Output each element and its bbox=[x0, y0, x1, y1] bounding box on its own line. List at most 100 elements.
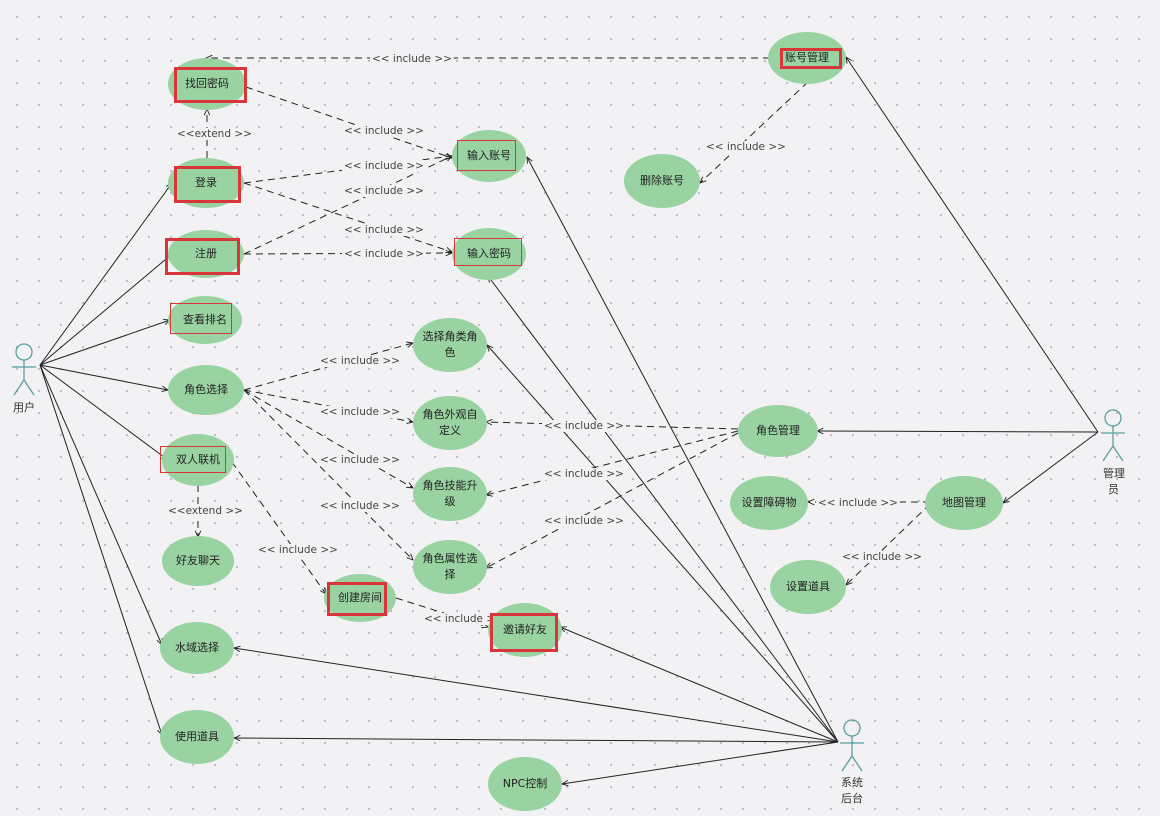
dep-map-items bbox=[846, 503, 931, 585]
assoc-user-items bbox=[39, 364, 162, 735]
usecase-label: 查看排名 bbox=[183, 313, 227, 327]
actor-system bbox=[840, 719, 864, 772]
label-background bbox=[816, 497, 900, 509]
relationship-labels: << include >> << include >> << include >… bbox=[166, 53, 924, 625]
label-background bbox=[166, 505, 245, 517]
usecase-label: 角色属性选 择 bbox=[422, 552, 478, 581]
usecase-label: 设置道具 bbox=[786, 580, 830, 594]
usecase-label: 输入账号 bbox=[467, 149, 511, 163]
usecase-water-select[interactable]: 水域选择 bbox=[160, 622, 234, 674]
label-include: << include >> bbox=[544, 468, 624, 480]
dep-rolemgmt-attribute bbox=[486, 432, 739, 568]
usecase-friend-chat[interactable]: 好友聊天 bbox=[162, 536, 234, 586]
usecase-set-items[interactable]: 设置道具 bbox=[770, 560, 846, 614]
actor-admin-label-1: 管理 bbox=[1103, 466, 1125, 480]
usecase-map-mgmt[interactable]: 地图管理 bbox=[925, 476, 1003, 530]
assoc-system-npc bbox=[562, 741, 839, 784]
usecase-create-room[interactable]: 创建房间 bbox=[324, 574, 396, 622]
label-include: << include >> bbox=[320, 500, 400, 512]
usecase-label: 使用道具 bbox=[175, 730, 219, 744]
label-extend: <<extend >> bbox=[177, 128, 252, 140]
dep-retrieve-input-account bbox=[245, 86, 452, 158]
label-include: << include >> bbox=[818, 497, 898, 509]
usecase-delete-account[interactable]: 删除账号 bbox=[624, 154, 700, 208]
usecase-two-player[interactable]: 双人联机 bbox=[162, 434, 234, 486]
label-background bbox=[542, 420, 626, 432]
actor-admin-label-2: 员 bbox=[1108, 483, 1119, 496]
label-include: << include >> bbox=[344, 125, 424, 137]
label-include: << include >> bbox=[344, 224, 424, 236]
usecase-role-select[interactable]: 角色选择 bbox=[168, 365, 244, 415]
usecase-input-password[interactable]: 输入密码 bbox=[452, 228, 526, 280]
usecase-use-items[interactable]: 使用道具 bbox=[160, 710, 234, 764]
label-include: << include >> bbox=[706, 141, 786, 153]
usecase-label: 双人联机 bbox=[176, 453, 220, 467]
label-background bbox=[318, 355, 402, 367]
actor-user-label: 用户 bbox=[13, 400, 35, 414]
usecase-role-attribute[interactable]: 角色属性选 择 bbox=[413, 540, 487, 594]
usecase-invite-friend[interactable]: 邀请好友 bbox=[488, 603, 562, 657]
assoc-system-input-password bbox=[488, 276, 839, 743]
label-include: << include >> bbox=[544, 420, 624, 432]
assoc-system-select-role bbox=[487, 345, 839, 743]
usecase-label: NPC控制 bbox=[502, 777, 548, 791]
usecase-label: 注册 bbox=[195, 247, 217, 261]
usecase-label: 创建房间 bbox=[338, 591, 382, 605]
dep-register-input-account bbox=[243, 156, 452, 255]
label-include: << include >> bbox=[344, 248, 424, 260]
label-background bbox=[342, 185, 426, 197]
usecase-input-account[interactable]: 输入账号 bbox=[452, 130, 526, 182]
usecase-view-ranking[interactable]: 查看排名 bbox=[168, 296, 242, 344]
label-background bbox=[342, 160, 426, 172]
actor-admin bbox=[1101, 409, 1125, 462]
dep-two-player-create-room bbox=[231, 461, 326, 594]
usecase-label: 账号管理 bbox=[785, 51, 829, 65]
dependency-lines bbox=[198, 58, 931, 627]
assoc-user-register bbox=[39, 254, 172, 366]
label-background bbox=[342, 224, 426, 236]
label-include: << include >> bbox=[344, 160, 424, 172]
assoc-system-input-account bbox=[527, 157, 839, 743]
usecase-label: 找回密码 bbox=[185, 77, 229, 91]
usecase-role-mgmt[interactable]: 角色管理 bbox=[738, 405, 818, 457]
usecase-login[interactable]: 登录 bbox=[168, 158, 244, 208]
usecase-label: 好友聊天 bbox=[176, 554, 220, 568]
label-background bbox=[256, 544, 340, 556]
usecase-label: 水域选择 bbox=[175, 641, 219, 655]
label-background bbox=[342, 248, 426, 260]
user-associations bbox=[39, 183, 172, 735]
label-background bbox=[542, 515, 626, 527]
label-extend: <<extend >> bbox=[168, 505, 243, 517]
usecase-npc-control[interactable]: NPC控制 bbox=[488, 757, 562, 811]
assoc-system-items bbox=[234, 738, 839, 743]
usecase-label: 设置障碍物 bbox=[741, 496, 797, 510]
usecase-set-obstacle[interactable]: 设置障碍物 bbox=[730, 476, 808, 530]
label-background bbox=[704, 141, 788, 153]
usecase-retrieve-password[interactable]: 找回密码 bbox=[168, 58, 246, 110]
label-background bbox=[318, 500, 402, 512]
usecase-label: 地图管理 bbox=[942, 496, 986, 510]
actor-system-label-1: 系统 bbox=[841, 776, 863, 789]
label-include: << include >> bbox=[424, 613, 504, 625]
label-background bbox=[370, 53, 454, 65]
usecase-label: 角色选择 bbox=[184, 383, 228, 397]
label-background bbox=[542, 468, 626, 480]
assoc-user-ranking bbox=[39, 320, 170, 366]
usecase-select-role-type[interactable]: 选择角类角 色 bbox=[413, 318, 487, 372]
label-include: << include >> bbox=[320, 406, 400, 418]
assoc-user-two-player bbox=[39, 364, 168, 460]
dep-create-room-invite bbox=[395, 597, 488, 627]
assoc-admin-role bbox=[817, 431, 1099, 432]
actor-user bbox=[12, 343, 36, 396]
label-include: << include >> bbox=[842, 551, 922, 563]
usecase-label: 角色外观自 定义 bbox=[422, 408, 478, 437]
label-include: << include >> bbox=[344, 185, 424, 197]
usecase-label: 角色管理 bbox=[756, 424, 800, 438]
usecase-role-appearance[interactable]: 角色外观自 定义 bbox=[413, 396, 487, 450]
label-include: << include >> bbox=[320, 355, 400, 367]
usecase-register[interactable]: 注册 bbox=[168, 230, 244, 278]
usecase-role-skill[interactable]: 角色技能升 级 bbox=[413, 467, 487, 521]
label-background bbox=[318, 454, 402, 466]
usecase-account-mgmt[interactable]: 账号管理 bbox=[768, 32, 846, 84]
